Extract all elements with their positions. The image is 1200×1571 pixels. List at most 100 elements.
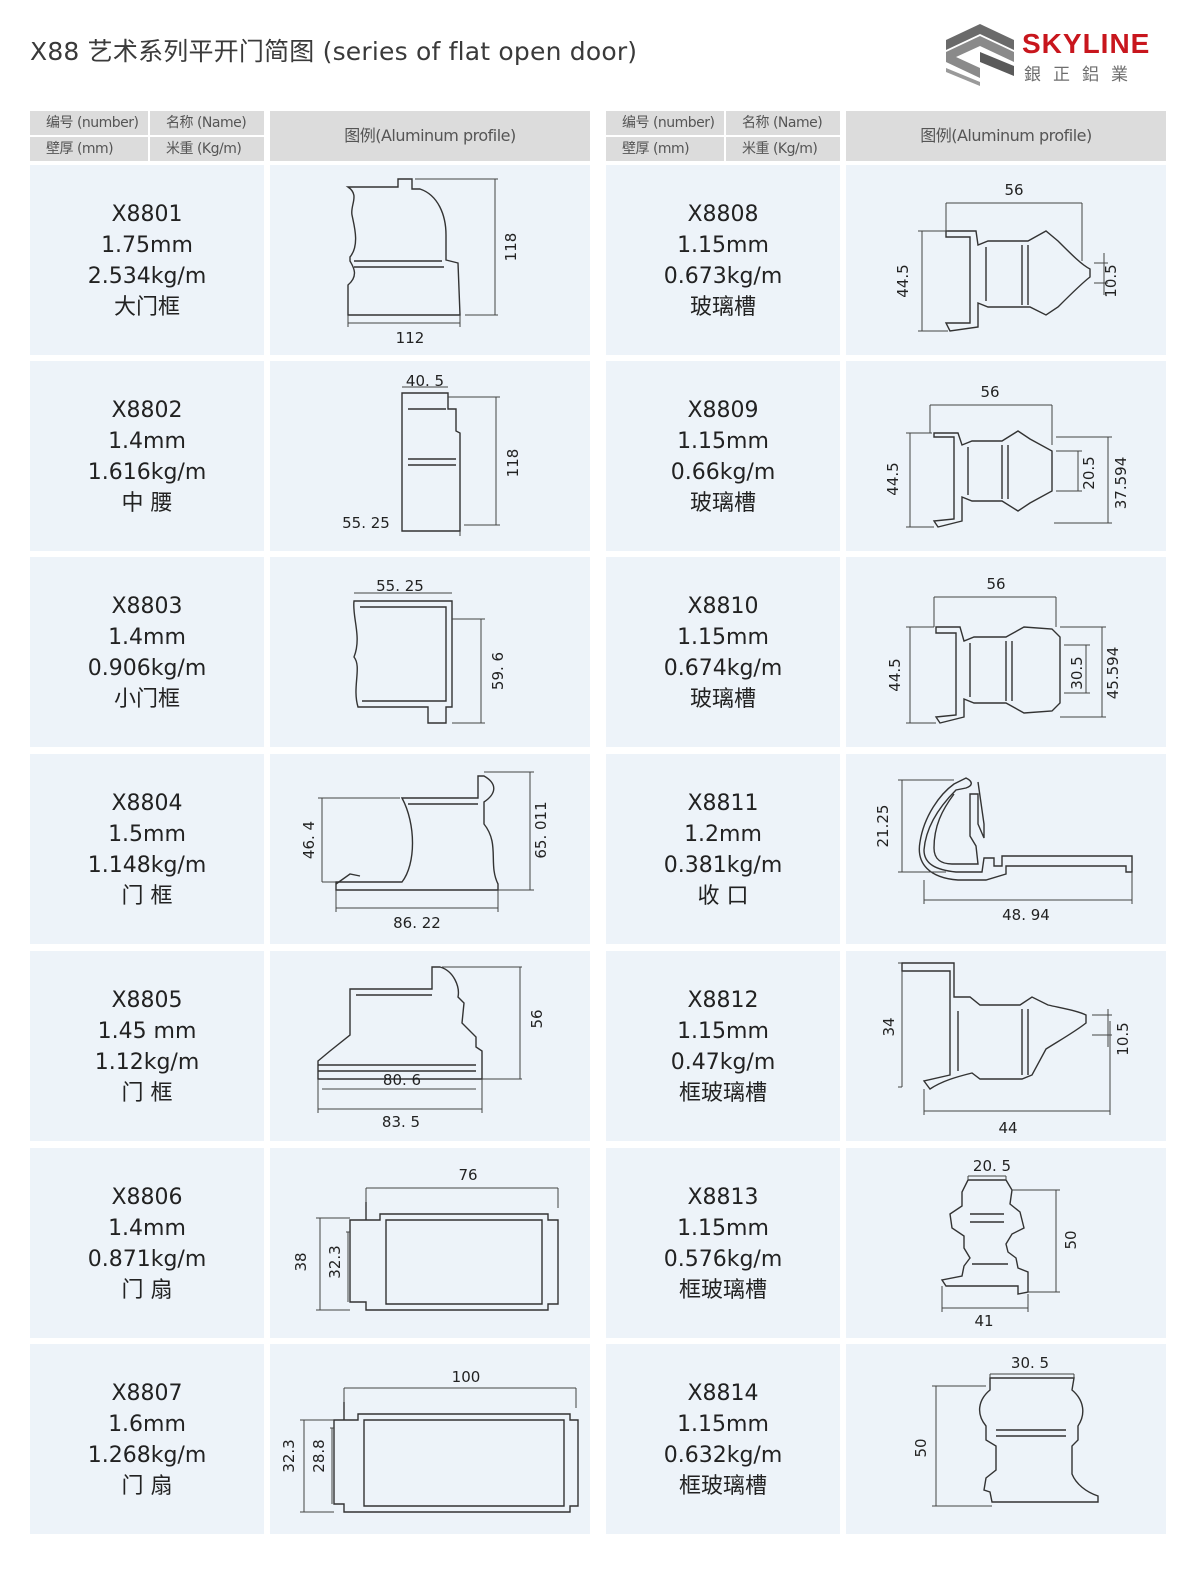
profile-thickness: 1.15mm bbox=[677, 1412, 769, 1437]
profile-name: 门 框 bbox=[121, 884, 173, 909]
profile-code: X8804 bbox=[111, 791, 183, 816]
profile-info-x8810: X8810 1.15mm 0.674kg/m 玻璃槽 bbox=[606, 557, 840, 747]
profile-code: X8809 bbox=[687, 398, 759, 423]
profile-code: X8814 bbox=[687, 1381, 759, 1406]
page-header: X88 艺术系列平开门简图 (series of flat open door)… bbox=[0, 0, 1200, 100]
profile-weight: 0.906kg/m bbox=[87, 656, 207, 681]
profile-weight: 0.871kg/m bbox=[87, 1247, 207, 1272]
profile-info-x8802: X8802 1.4mm 1.616kg/m 中 腰 bbox=[30, 361, 264, 551]
dimension-label: 28.8 bbox=[310, 1439, 328, 1472]
profile-thickness: 1.5mm bbox=[108, 822, 186, 847]
dimension-label: 37.594 bbox=[1112, 457, 1130, 510]
dimension-label: 65. 011 bbox=[532, 801, 550, 858]
profile-code: X8805 bbox=[111, 988, 183, 1013]
dimension-label: 100 bbox=[452, 1368, 481, 1386]
dimension-label: 44.5 bbox=[884, 462, 902, 495]
profile-name: 小门框 bbox=[113, 687, 180, 712]
profile-figure-x8803: 55. 25 59. 6 bbox=[270, 557, 590, 747]
profile-code: X8808 bbox=[687, 202, 759, 227]
dimension-label: 32.3 bbox=[326, 1245, 344, 1278]
profile-info-x8804: X8804 1.5mm 1.148kg/m 门 框 bbox=[30, 754, 264, 944]
profile-thickness: 1.15mm bbox=[677, 1019, 769, 1044]
profile-info-x8809: X8809 1.15mm 0.66kg/m 玻璃槽 bbox=[606, 361, 840, 551]
dimension-label: 40. 5 bbox=[406, 372, 444, 390]
profile-drawing: 46. 4 65. 011 86. 22 bbox=[300, 771, 550, 932]
profile-thickness: 1.15mm bbox=[677, 625, 769, 650]
profile-drawing: 20. 5 50 41 bbox=[940, 1157, 1080, 1330]
logo-subtitle: 銀正鋁業 bbox=[1024, 65, 1140, 85]
skyline-logo: SKYLINE 銀正鋁業 bbox=[944, 22, 1164, 86]
page-title: X88 艺术系列平开门简图 (series of flat open door) bbox=[30, 37, 638, 66]
header-name: 名称 (Name) bbox=[726, 111, 840, 135]
profile-thickness: 1.6mm bbox=[108, 1412, 186, 1437]
header-thickness: 壁厚 (mm) bbox=[606, 137, 724, 161]
profile-name: 门 扇 bbox=[121, 1278, 173, 1303]
profile-figure-x8807: 100 32.3 28.8 bbox=[270, 1344, 590, 1534]
dimension-label: 44.5 bbox=[894, 264, 912, 297]
profile-code: X8810 bbox=[687, 594, 759, 619]
profile-info-x8813: X8813 1.15mm 0.576kg/m 框玻璃槽 bbox=[606, 1148, 840, 1338]
dimension-label: 32.3 bbox=[280, 1439, 298, 1472]
dimension-label: 118 bbox=[502, 233, 520, 262]
profile-thickness: 1.15mm bbox=[677, 233, 769, 258]
dimension-label: 56 bbox=[986, 575, 1005, 593]
profile-thickness: 1.75mm bbox=[101, 233, 193, 258]
profile-figure-x8810: 56 44.5 30.5 45.594 bbox=[846, 557, 1166, 747]
dimension-label: 55. 25 bbox=[376, 577, 424, 595]
header-weight: 米重 (Kg/m) bbox=[726, 137, 840, 161]
profile-drawing: 118 112 bbox=[345, 178, 520, 347]
profile-figure-x8811: 21.25 48. 94 bbox=[846, 754, 1166, 944]
profile-figure-x8805: 80. 6 56 83. 5 bbox=[270, 951, 590, 1141]
profile-weight: 0.66kg/m bbox=[670, 460, 776, 485]
profile-figure-x8801: 118 112 bbox=[270, 165, 590, 355]
profile-code: X8803 bbox=[111, 594, 183, 619]
profile-drawing: 21.25 48. 94 bbox=[874, 777, 1133, 924]
dimension-label: 10.5 bbox=[1102, 264, 1120, 297]
profile-name: 玻璃槽 bbox=[689, 687, 756, 712]
profile-info-x8805: X8805 1.45 mm 1.12kg/m 门 框 bbox=[30, 951, 264, 1141]
profile-drawing: 56 44.5 30.5 45.594 bbox=[886, 575, 1122, 724]
profile-weight: 0.576kg/m bbox=[663, 1247, 783, 1272]
profile-weight: 0.632kg/m bbox=[663, 1443, 783, 1468]
dimension-label: 83. 5 bbox=[382, 1113, 420, 1131]
profile-weight: 1.148kg/m bbox=[87, 853, 207, 878]
dimension-label: 20.5 bbox=[1080, 456, 1098, 489]
profile-name: 门 扇 bbox=[121, 1474, 173, 1499]
profile-weight: 0.674kg/m bbox=[663, 656, 783, 681]
dimension-label: 86. 22 bbox=[393, 914, 441, 932]
profile-weight: 0.47kg/m bbox=[670, 1050, 776, 1075]
profile-code: X8813 bbox=[687, 1185, 759, 1210]
profile-thickness: 1.4mm bbox=[108, 429, 186, 454]
header-thickness: 壁厚 (mm) bbox=[30, 137, 148, 161]
dimension-label: 30.5 bbox=[1068, 656, 1086, 689]
dimension-label: 112 bbox=[396, 329, 425, 347]
profile-thickness: 1.4mm bbox=[108, 625, 186, 650]
dimension-label: 30. 5 bbox=[1011, 1354, 1049, 1372]
profile-drawing: 40. 5 118 55. 25 bbox=[342, 372, 522, 536]
profile-figure-x8802: 40. 5 118 55. 25 bbox=[270, 361, 590, 551]
dimension-label: 76 bbox=[458, 1166, 477, 1184]
profile-drawing: 56 44.5 20.5 37.594 bbox=[884, 383, 1130, 528]
dimension-label: 46. 4 bbox=[300, 821, 318, 859]
dimension-label: 59. 6 bbox=[489, 652, 507, 690]
dimension-label: 56 bbox=[528, 1009, 546, 1028]
dimension-label: 20. 5 bbox=[973, 1157, 1011, 1175]
dimension-label: 34 bbox=[880, 1017, 898, 1036]
profile-code: X8806 bbox=[111, 1185, 183, 1210]
profile-weight: 1.12kg/m bbox=[94, 1050, 200, 1075]
dimension-label: 50 bbox=[1062, 1230, 1080, 1249]
profile-figure-x8809: 56 44.5 20.5 37.594 bbox=[846, 361, 1166, 551]
header-figure: 图例(Aluminum profile) bbox=[846, 111, 1166, 161]
profile-info-x8808: X8808 1.15mm 0.673kg/m 玻璃槽 bbox=[606, 165, 840, 355]
profile-name: 大门框 bbox=[113, 295, 180, 320]
profile-weight: 0.381kg/m bbox=[663, 853, 783, 878]
profile-drawing: 56 44.5 10.5 bbox=[894, 181, 1120, 332]
profile-thickness: 1.2mm bbox=[684, 822, 762, 847]
profile-name: 玻璃槽 bbox=[689, 491, 756, 516]
profile-name: 框玻璃槽 bbox=[678, 1474, 767, 1499]
profile-drawing: 30. 5 50 bbox=[912, 1354, 1099, 1507]
profile-figure-x8814: 30. 5 50 bbox=[846, 1344, 1166, 1534]
skyline-logo-mark-icon bbox=[946, 24, 1014, 86]
header-weight: 米重 (Kg/m) bbox=[150, 137, 264, 161]
profile-figure-x8813: 20. 5 50 41 bbox=[846, 1148, 1166, 1338]
